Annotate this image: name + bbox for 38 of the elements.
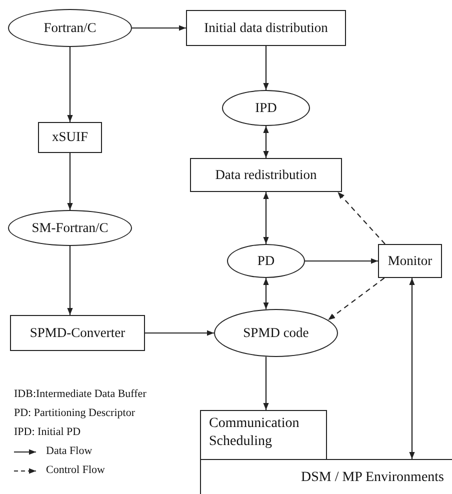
arrow — [67, 246, 73, 315]
arrow — [409, 278, 415, 459]
node-label: Fortran/C — [44, 20, 96, 36]
node-label: SPMD-Converter — [30, 324, 126, 342]
arrow — [67, 153, 73, 210]
arrow — [263, 126, 269, 158]
abbreviation-note: IPD: Initial PD — [14, 426, 81, 438]
arrow — [263, 46, 269, 90]
node-label: PD — [257, 252, 275, 270]
node-label: SPMD code — [243, 324, 309, 342]
process-box — [190, 158, 342, 192]
arrow — [132, 25, 186, 31]
legend-label: Control Flow — [46, 464, 105, 476]
node-label: SM-Fortran/C — [32, 220, 108, 236]
arrow — [263, 278, 269, 310]
node-label: Monitor — [388, 252, 432, 270]
process-box — [200, 410, 327, 460]
process-box — [200, 459, 452, 494]
arrow — [145, 330, 214, 336]
abbreviation-note: IDB:Intermediate Data Buffer — [14, 388, 146, 400]
process-box — [186, 10, 346, 46]
node-label: IPD — [255, 100, 277, 116]
node-label: Data redistribution — [215, 166, 317, 184]
dashed-arrow — [337, 192, 386, 244]
process-box — [378, 244, 442, 278]
process-box — [10, 315, 145, 351]
arrow — [263, 192, 269, 244]
process-box — [38, 122, 102, 153]
node-label: xSUIF — [52, 129, 88, 146]
arrow — [263, 356, 269, 410]
node-label: Communication Scheduling — [209, 415, 300, 450]
arrow — [67, 47, 73, 122]
node-label: Initial data distribution — [204, 20, 328, 36]
abbreviation-note: PD: Partitioning Descriptor — [14, 407, 135, 419]
dashed-arrow — [328, 278, 385, 320]
legend-label: Data Flow — [46, 445, 92, 457]
node-label: DSM / MP Environments — [301, 468, 444, 486]
arrow — [305, 258, 378, 264]
